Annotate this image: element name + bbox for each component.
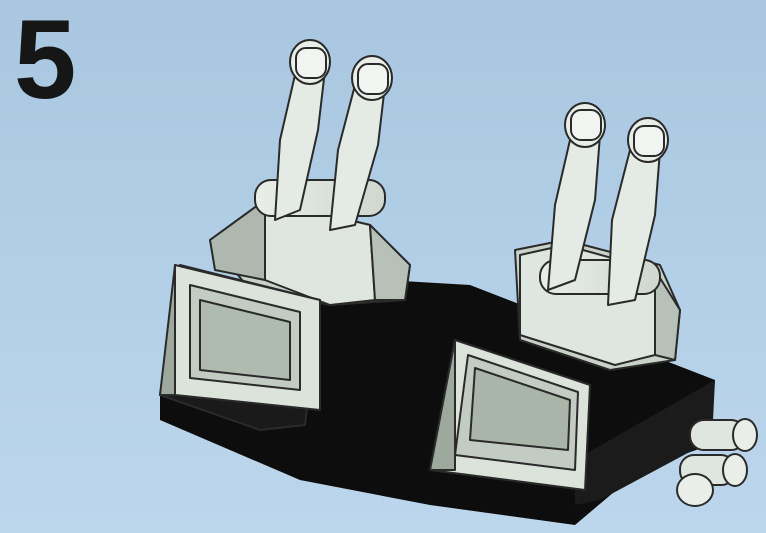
left-lever-pair — [255, 40, 392, 230]
right-lever-pair — [540, 103, 668, 305]
